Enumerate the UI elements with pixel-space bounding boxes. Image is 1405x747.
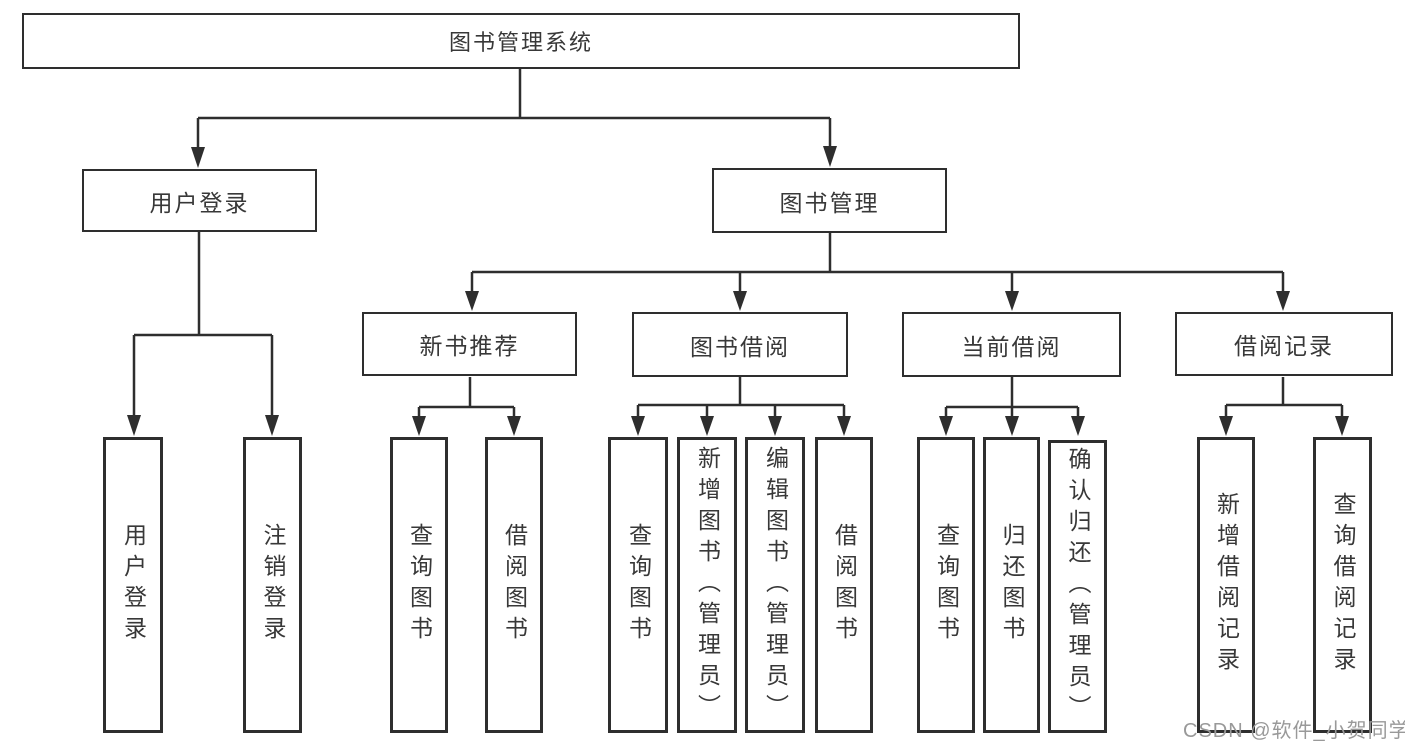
- node-label: 查询借阅记录: [1330, 492, 1356, 678]
- node-user-login: 用户登录: [82, 169, 317, 232]
- leaf-return-books: 归还图书: [983, 437, 1040, 733]
- node-label: 当前借阅: [961, 333, 1062, 360]
- node-label: 图书借阅: [690, 333, 790, 360]
- node-label: 用户登录: [149, 189, 250, 216]
- node-label: 图书管理系统: [448, 30, 593, 55]
- leaf-query-borrowing-record: 查询借阅记录: [1313, 437, 1372, 733]
- node-label: 确认归还（管理员）: [1065, 447, 1091, 726]
- node-label: 新增图书（管理员）: [694, 445, 721, 725]
- leaf-edit-books-admin: 编辑图书（管理员）: [745, 437, 805, 733]
- node-label: 查询图书: [933, 523, 960, 647]
- node-label: 图书管理: [779, 189, 880, 216]
- node-label: 注销登录: [260, 523, 286, 647]
- leaf-user-login: 用户登录: [103, 437, 163, 733]
- node-label: 借阅记录: [1234, 333, 1334, 359]
- leaf-confirm-return-admin: 确认归还（管理员）: [1048, 440, 1107, 733]
- node-new-book-recommendation: 新书推荐: [362, 312, 577, 376]
- node-book-borrowing: 图书借阅: [632, 312, 848, 377]
- node-borrowing-records: 借阅记录: [1175, 312, 1393, 376]
- node-book-management: 图书管理: [712, 168, 947, 233]
- csdn-watermark: CSDN @软件_小贺同学: [1183, 720, 1405, 742]
- leaf-borrow-books: 借阅图书: [485, 437, 543, 733]
- node-label: 编辑图书（管理员）: [762, 445, 789, 725]
- leaf-add-borrowing-record: 新增借阅记录: [1197, 437, 1255, 733]
- node-library-management-system: 图书管理系统: [22, 13, 1020, 69]
- leaf-query-books: 查询图书: [608, 437, 668, 733]
- node-current-borrowing: 当前借阅: [902, 312, 1121, 377]
- node-label: 新书推荐: [419, 333, 520, 359]
- node-label: 用户登录: [120, 523, 147, 647]
- leaf-add-books-admin: 新增图书（管理员）: [677, 437, 737, 733]
- leaf-borrow-books: 借阅图书: [815, 437, 873, 733]
- node-label: 借阅图书: [831, 523, 858, 647]
- arrowheads: [127, 146, 1349, 436]
- node-label: 查询图书: [625, 523, 652, 647]
- node-label: 查询图书: [406, 523, 433, 647]
- node-label: 归还图书: [999, 523, 1025, 647]
- leaf-query-books: 查询图书: [917, 437, 975, 733]
- leaf-logout: 注销登录: [243, 437, 302, 733]
- node-label: 新增借阅记录: [1213, 492, 1240, 678]
- leaf-query-books: 查询图书: [390, 437, 448, 733]
- node-label: 借阅图书: [501, 523, 528, 647]
